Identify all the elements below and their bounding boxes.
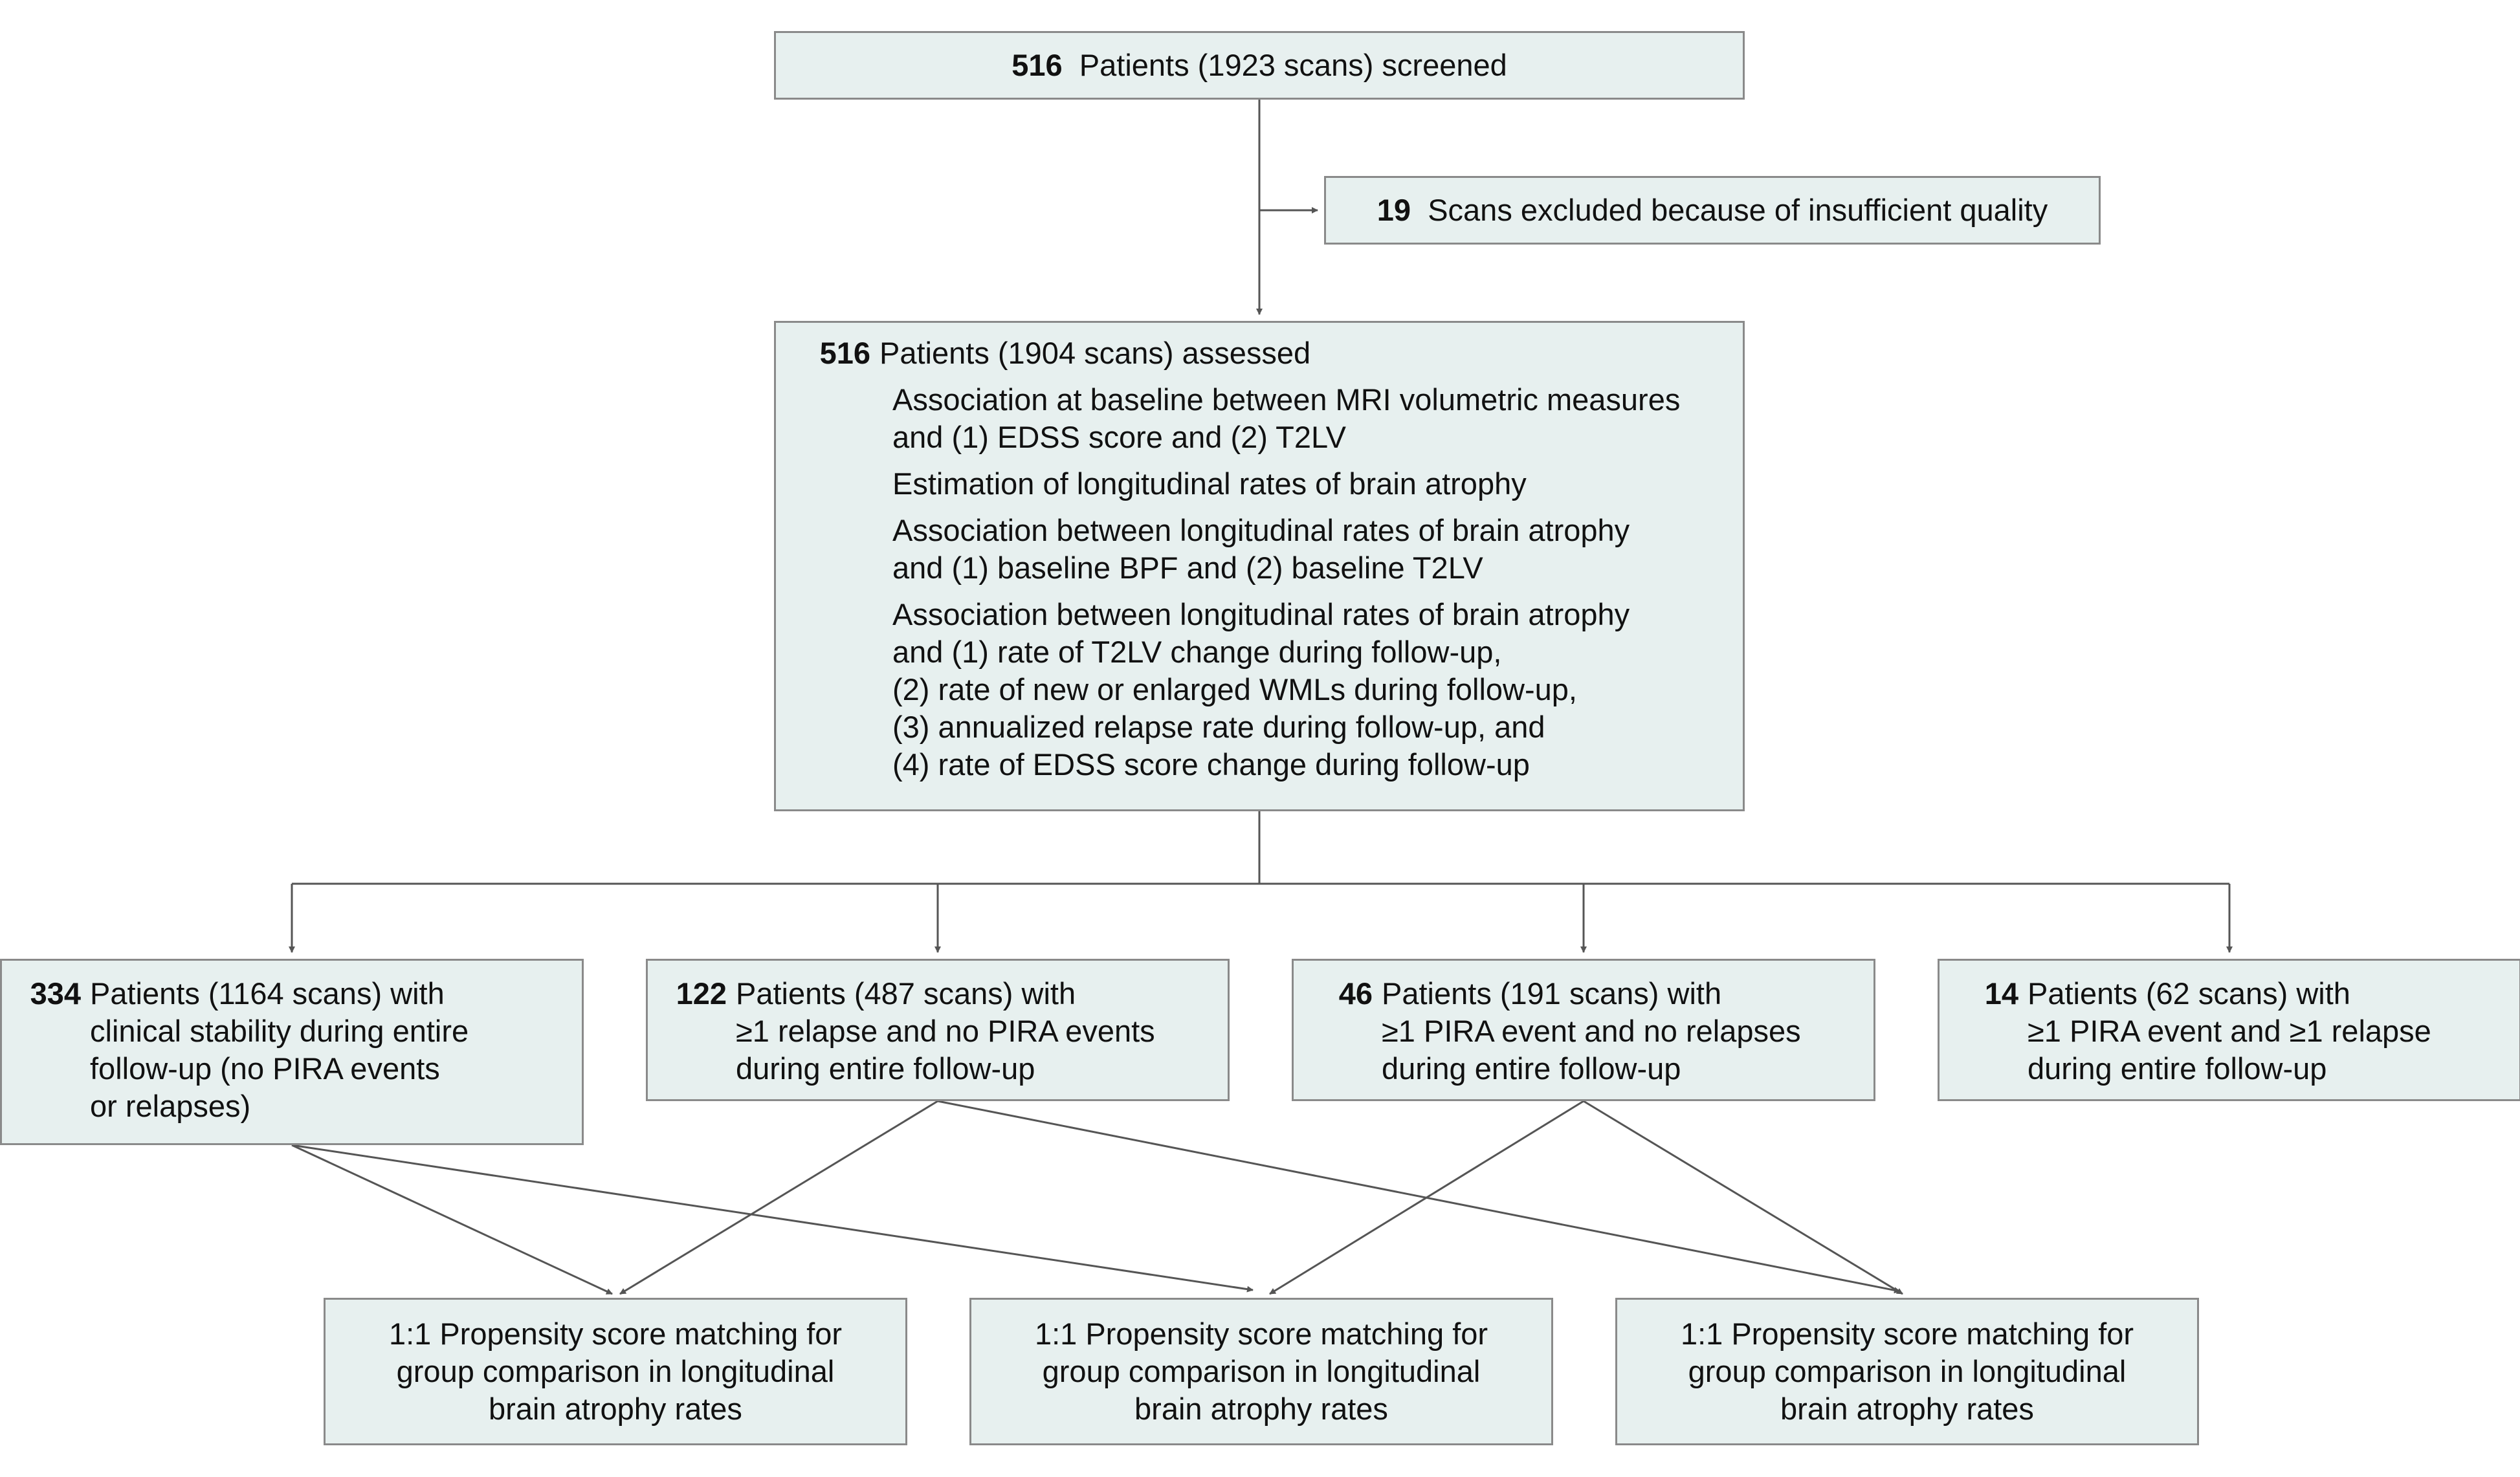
group-line: Patients (62 scans) with: [2028, 976, 2350, 1011]
group-line: or relapses): [90, 1089, 251, 1123]
group-count: 334: [30, 976, 81, 1011]
assessed-item: Association between longitudinal rates o…: [892, 596, 1743, 783]
group-line: ≥1 relapse and no PIRA events: [736, 1014, 1155, 1048]
group-line: ≥1 PIRA event and ≥1 relapse: [2028, 1014, 2431, 1048]
assessed-item-line: and (1) baseline BPF and (2) baseline T2…: [892, 551, 1483, 585]
group-count: 122: [676, 976, 727, 1011]
matching-line: brain atrophy rates: [1780, 1392, 2034, 1426]
matching-line: 1:1 Propensity score matching for: [388, 1317, 843, 1351]
assessed-item-line: Association at baseline between MRI volu…: [892, 382, 1681, 417]
box-group-relapse-no-pira: 122 Patients (487 scans) with ≥1 relapse…: [646, 959, 1230, 1101]
assessed-item: Association between longitudinal rates o…: [892, 512, 1743, 587]
assessed-count: 516: [819, 336, 870, 370]
group-heading: 46 Patients (191 scans) with: [1332, 975, 1873, 1012]
assessed-item-line: Estimation of longitudinal rates of brai…: [892, 466, 1527, 501]
assessed-item-line: (4) rate of EDSS score change during fol…: [892, 747, 1530, 782]
excluded-count: 19: [1376, 193, 1411, 227]
assessed-text: Patients (1904 scans) assessed: [879, 336, 1311, 370]
box-matching-3: 1:1 Propensity score matching for group …: [1615, 1298, 2199, 1445]
group-count: 14: [1984, 976, 2018, 1011]
group-line: during entire follow-up: [1382, 1051, 1681, 1086]
group-heading: 14 Patients (62 scans) with: [1978, 975, 2519, 1012]
arrow-group1-to-match2: [291, 1144, 1254, 1293]
group-line: Patients (191 scans) with: [1382, 976, 1722, 1011]
group-line: follow-up (no PIRA events: [90, 1051, 440, 1086]
matching-line: brain atrophy rates: [1134, 1392, 1388, 1426]
matching-line: group comparison in longitudinal: [1688, 1354, 2127, 1388]
excluded-text: Scans excluded because of insufficient q…: [1428, 193, 2048, 227]
matching-line: 1:1 Propensity score matching for: [1680, 1317, 2134, 1351]
group-line: ≥1 PIRA event and no relapses: [1382, 1014, 1801, 1048]
box-group-pira-no-relapse: 46 Patients (191 scans) with ≥1 PIRA eve…: [1292, 959, 1875, 1101]
group-line: Patients (487 scans) with: [736, 976, 1076, 1011]
arrow-group3-to-match2: [1269, 1100, 1584, 1295]
box-matching-1: 1:1 Propensity score matching for group …: [324, 1298, 907, 1445]
assessed-item-line: (3) annualized relapse rate during follo…: [892, 710, 1545, 744]
group-line: clinical stability during entire: [90, 1014, 469, 1048]
screened-count: 516: [1011, 48, 1063, 82]
assessed-heading: 516 Patients (1904 scans) assessed: [820, 334, 1743, 372]
group-line: Patients (1164 scans) with: [90, 976, 445, 1011]
arrow-group3-to-match3: [1583, 1100, 1903, 1295]
matching-line: group comparison in longitudinal: [1042, 1354, 1481, 1388]
excluded-line: 19 Scans excluded because of insufficien…: [1377, 191, 2048, 229]
box-group-clinical-stability: 334 Patients (1164 scans) with clinical …: [0, 959, 584, 1145]
box-assessed: 516 Patients (1904 scans) assessed Assoc…: [774, 321, 1745, 811]
group-heading: 122 Patients (487 scans) with: [676, 975, 1228, 1012]
matching-line: group comparison in longitudinal: [396, 1354, 835, 1388]
matching-line: 1:1 Propensity score matching for: [1034, 1317, 1488, 1351]
group-count: 46: [1338, 976, 1373, 1011]
assessed-item: Association at baseline between MRI volu…: [892, 381, 1743, 456]
screened-text: Patients (1923 scans) screened: [1079, 48, 1507, 82]
assessed-item-line: Association between longitudinal rates o…: [892, 513, 1630, 547]
box-matching-2: 1:1 Propensity score matching for group …: [969, 1298, 1553, 1445]
group-line: during entire follow-up: [2028, 1051, 2327, 1086]
assessed-item-line: (2) rate of new or enlarged WMLs during …: [892, 672, 1577, 706]
assessed-item: Estimation of longitudinal rates of brai…: [892, 465, 1743, 503]
box-group-pira-and-relapse: 14 Patients (62 scans) with ≥1 PIRA even…: [1938, 959, 2520, 1101]
arrow-group2-to-match3: [937, 1100, 1901, 1294]
group-heading: 334 Patients (1164 scans) with: [30, 975, 582, 1012]
assessed-item-line: and (1) rate of T2LV change during follo…: [892, 635, 1502, 669]
assessed-item-line: Association between longitudinal rates o…: [892, 597, 1630, 631]
arrow-group1-to-match1: [291, 1144, 613, 1295]
arrow-group2-to-match1: [619, 1100, 938, 1295]
screened-line: 516 Patients (1923 scans) screened: [1011, 47, 1507, 84]
assessed-item-line: and (1) EDSS score and (2) T2LV: [892, 420, 1346, 454]
matching-line: brain atrophy rates: [489, 1392, 742, 1426]
box-screened: 516 Patients (1923 scans) screened: [774, 31, 1745, 100]
group-line: during entire follow-up: [736, 1051, 1035, 1086]
box-excluded: 19 Scans excluded because of insufficien…: [1324, 176, 2101, 245]
